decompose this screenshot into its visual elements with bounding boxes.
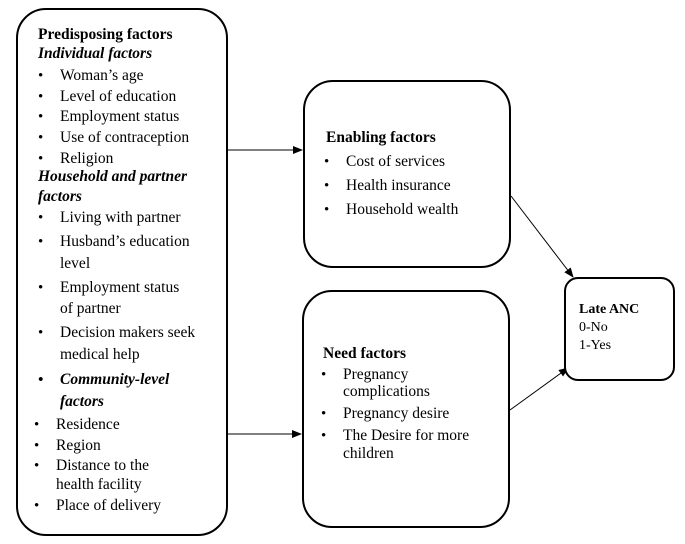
list-item: Woman’s age bbox=[38, 67, 143, 85]
list-item: Living with partner bbox=[38, 209, 180, 227]
list-item: Use of contraception bbox=[38, 129, 189, 147]
enabling-factors-box bbox=[303, 80, 511, 268]
community-factors-heading: Community-level bbox=[38, 371, 169, 389]
list-item-cont: health facility bbox=[56, 476, 142, 493]
list-item: Cost of services bbox=[324, 153, 445, 171]
enabling-title: Enabling factors bbox=[326, 129, 436, 146]
list-item: Pregnancy bbox=[321, 366, 409, 384]
list-item: Place of delivery bbox=[34, 497, 161, 515]
list-item: Employment status bbox=[38, 108, 179, 126]
list-item: Pregnancy desire bbox=[321, 405, 449, 423]
list-item: Decision makers seek bbox=[38, 324, 195, 342]
household-factors-heading-cont: factors bbox=[38, 188, 82, 205]
list-item: Health insurance bbox=[324, 177, 451, 195]
household-factors-heading: Household and partner bbox=[38, 168, 188, 185]
list-item: Religion bbox=[38, 150, 114, 168]
outcome-box bbox=[564, 277, 675, 381]
list-item-cont: complications bbox=[343, 383, 430, 400]
arrow-need-to-outcome bbox=[509, 367, 569, 411]
list-item: Husband’s education bbox=[38, 233, 190, 251]
list-item-cont: children bbox=[343, 445, 394, 462]
list-item-cont: level bbox=[60, 255, 91, 272]
list-item: Region bbox=[34, 437, 101, 455]
list-item-cont: of partner bbox=[60, 300, 121, 317]
arrow-enabling-to-outcome bbox=[510, 195, 574, 278]
outcome-option: 1-Yes bbox=[579, 338, 612, 353]
list-item: Household wealth bbox=[324, 201, 458, 219]
community-factors-heading-cont: factors bbox=[60, 393, 104, 410]
outcome-option: 0-No bbox=[579, 320, 608, 335]
list-item: Residence bbox=[34, 416, 120, 434]
predisposing-title: Predisposing factors bbox=[38, 26, 173, 43]
list-item: Distance to the bbox=[34, 457, 149, 475]
list-item: Employment status bbox=[38, 279, 179, 297]
need-title: Need factors bbox=[323, 345, 407, 362]
individual-factors-heading: Individual factors bbox=[38, 45, 153, 62]
outcome-title: Late ANC bbox=[579, 302, 640, 317]
list-item-cont: medical help bbox=[60, 346, 140, 363]
list-item: The Desire for more bbox=[321, 427, 469, 445]
list-item: Level of education bbox=[38, 88, 176, 106]
